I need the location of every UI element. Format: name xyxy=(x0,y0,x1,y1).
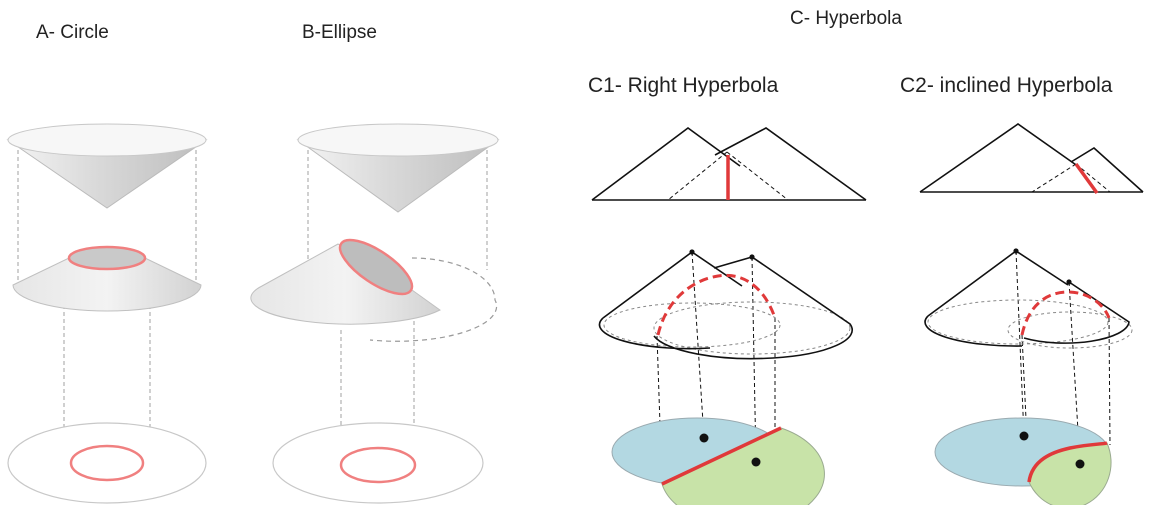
cut-cone xyxy=(250,238,441,325)
ellipse-section-curve xyxy=(338,238,414,296)
hyperbola-curve xyxy=(656,273,777,336)
removed-part-outline xyxy=(369,257,498,342)
ellipse-section-panel xyxy=(250,123,500,504)
upper-cone xyxy=(6,123,208,209)
right-hyperbola-panel xyxy=(591,127,867,505)
intersecting-cones xyxy=(598,249,853,360)
elevation-view xyxy=(591,127,867,201)
upper-cone xyxy=(296,123,500,213)
hyperbola-curve xyxy=(1020,290,1111,336)
circle-section-curve xyxy=(67,245,147,271)
hyperbola-projection xyxy=(661,426,782,486)
plan-view xyxy=(611,417,825,505)
circle-title: A- Circle xyxy=(36,22,109,43)
elevation-view xyxy=(919,123,1144,195)
projection-guides xyxy=(17,150,197,455)
hyperbola-projection xyxy=(1027,441,1108,483)
inclined-hyperbola-panel xyxy=(919,123,1144,505)
inclined-hyperbola-title: C2- inclined Hyperbola xyxy=(900,74,1113,97)
plan-view xyxy=(934,417,1112,505)
plan-view xyxy=(7,422,207,504)
circle-projection xyxy=(69,444,145,482)
ellipse-title: B-Ellipse xyxy=(302,22,377,43)
truncated-cone xyxy=(12,245,202,312)
hyperbola-title: C- Hyperbola xyxy=(790,8,902,29)
plan-view xyxy=(272,422,484,504)
ellipse-projection xyxy=(339,446,417,484)
circle-section-panel xyxy=(6,123,208,504)
right-hyperbola-title: C1- Right Hyperbola xyxy=(588,74,779,97)
intersecting-cones xyxy=(924,248,1133,349)
hyperbola-section-line xyxy=(1074,162,1099,195)
